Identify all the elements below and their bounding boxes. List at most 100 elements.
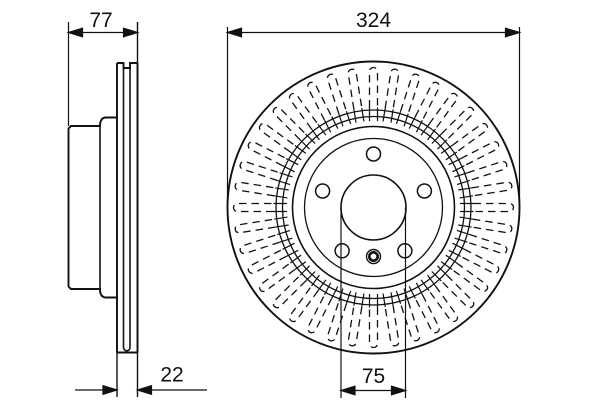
vent-slot <box>307 282 339 334</box>
bolt-hole <box>314 183 331 199</box>
front-view <box>226 60 521 355</box>
vent-slot-outline <box>471 181 513 197</box>
vent-end-round <box>122 347 131 352</box>
vent-slot-outline <box>258 262 296 293</box>
arrowhead-left <box>66 27 84 38</box>
vent-slot <box>347 68 365 123</box>
vent-slot <box>454 229 508 255</box>
vent-slot <box>288 92 327 141</box>
dimension-label-75: 75 <box>362 365 385 388</box>
vent-slot <box>431 106 475 150</box>
dimension-outer-diameter: 324 <box>225 9 522 208</box>
vent-slot-outline <box>234 181 276 197</box>
dimension-disc-thickness: 22 <box>75 364 207 396</box>
vane-tick <box>282 242 299 257</box>
vent-slot-outline <box>326 301 348 342</box>
vent-slot-outline <box>451 262 489 293</box>
vent-slot <box>454 160 508 186</box>
arrowhead-left <box>338 385 356 396</box>
vane-tick <box>408 282 423 299</box>
vane-tick <box>431 133 448 150</box>
vent-slot <box>258 122 307 161</box>
vent-slot-outline <box>247 248 287 274</box>
vent-slot-outline <box>234 218 276 234</box>
vane-tick <box>368 294 379 308</box>
vane-tick <box>382 108 394 123</box>
vane-tick <box>338 110 352 127</box>
arrowhead-right <box>122 27 140 38</box>
vane-tick <box>454 229 471 243</box>
vent-slot-outline <box>307 81 333 121</box>
vent-slot-outline <box>239 233 280 255</box>
vent-slot-outline <box>232 202 274 213</box>
vane-tick <box>353 292 365 307</box>
hub-outline <box>67 116 118 299</box>
bolt-hole <box>416 183 433 199</box>
vane-band-outer-circle <box>275 109 472 306</box>
arrowhead-right <box>504 27 522 38</box>
vent-slot-outline <box>247 141 287 167</box>
vent-slot-outline <box>307 294 333 334</box>
vent-slot <box>458 181 513 199</box>
vent-slot-outline <box>460 141 500 167</box>
hub-inner-ring <box>303 137 444 278</box>
vane-tick <box>299 265 316 282</box>
vent-slot <box>440 254 489 293</box>
vent-slot <box>368 294 379 349</box>
vane-tick <box>408 116 423 133</box>
vent-slot-outline <box>440 274 475 309</box>
vane-tick <box>440 144 458 161</box>
vent-slot-outline <box>272 106 307 141</box>
vent-slot-outline <box>239 160 280 182</box>
vent-slot <box>234 181 289 199</box>
vane-tick <box>460 202 474 213</box>
vent-slot-outline <box>414 81 440 121</box>
vent-slot <box>368 66 379 121</box>
bolt-hole <box>365 146 382 162</box>
dimension-label-77: 77 <box>89 9 112 32</box>
vane-tick <box>395 288 409 305</box>
vent-slot-outline <box>384 305 400 347</box>
vane-tick <box>448 158 465 173</box>
disc-outer-circle <box>226 60 521 355</box>
vent-slot <box>408 282 440 334</box>
vent-slot-outline <box>368 307 379 349</box>
vent-slot <box>431 265 475 309</box>
vane-tick <box>395 110 409 127</box>
vent-slot-outline <box>428 285 459 323</box>
vane-tick <box>289 144 307 161</box>
vent-slot <box>258 254 307 293</box>
vane-tick <box>276 229 293 243</box>
vent-slot-outline <box>467 233 508 255</box>
dimension-label-22: 22 <box>160 364 183 387</box>
vent-slot <box>440 122 489 161</box>
vent-slot-outline <box>288 285 319 323</box>
vane-tick <box>276 172 293 186</box>
vent-slot <box>326 73 352 127</box>
vane-tick <box>431 265 448 282</box>
vent-slot-outline <box>414 294 440 334</box>
vent-slot-outline <box>428 92 459 130</box>
vane-tick <box>274 216 289 228</box>
arrowhead-right <box>135 384 153 396</box>
vent-slot <box>420 92 459 141</box>
vent-slot <box>460 202 515 213</box>
arrowhead-left <box>225 27 243 38</box>
vane-tick <box>299 133 316 150</box>
vane-tick <box>324 282 339 299</box>
vent-slot-outline <box>467 160 508 182</box>
hub-circle <box>291 125 456 290</box>
dimension-label-324: 324 <box>356 9 391 32</box>
vane-tick <box>274 187 289 199</box>
vent-slot <box>382 292 400 347</box>
arrowhead-left <box>102 384 120 396</box>
vent-slot <box>448 242 500 274</box>
vent-slot-outline <box>258 122 296 153</box>
vent-slot-outline <box>288 92 319 130</box>
vent-slot <box>232 202 287 213</box>
vent-slot-outline <box>384 68 400 110</box>
locating-screw-hole <box>365 248 382 265</box>
vane-tick <box>310 274 327 292</box>
vent-slot <box>347 292 365 347</box>
